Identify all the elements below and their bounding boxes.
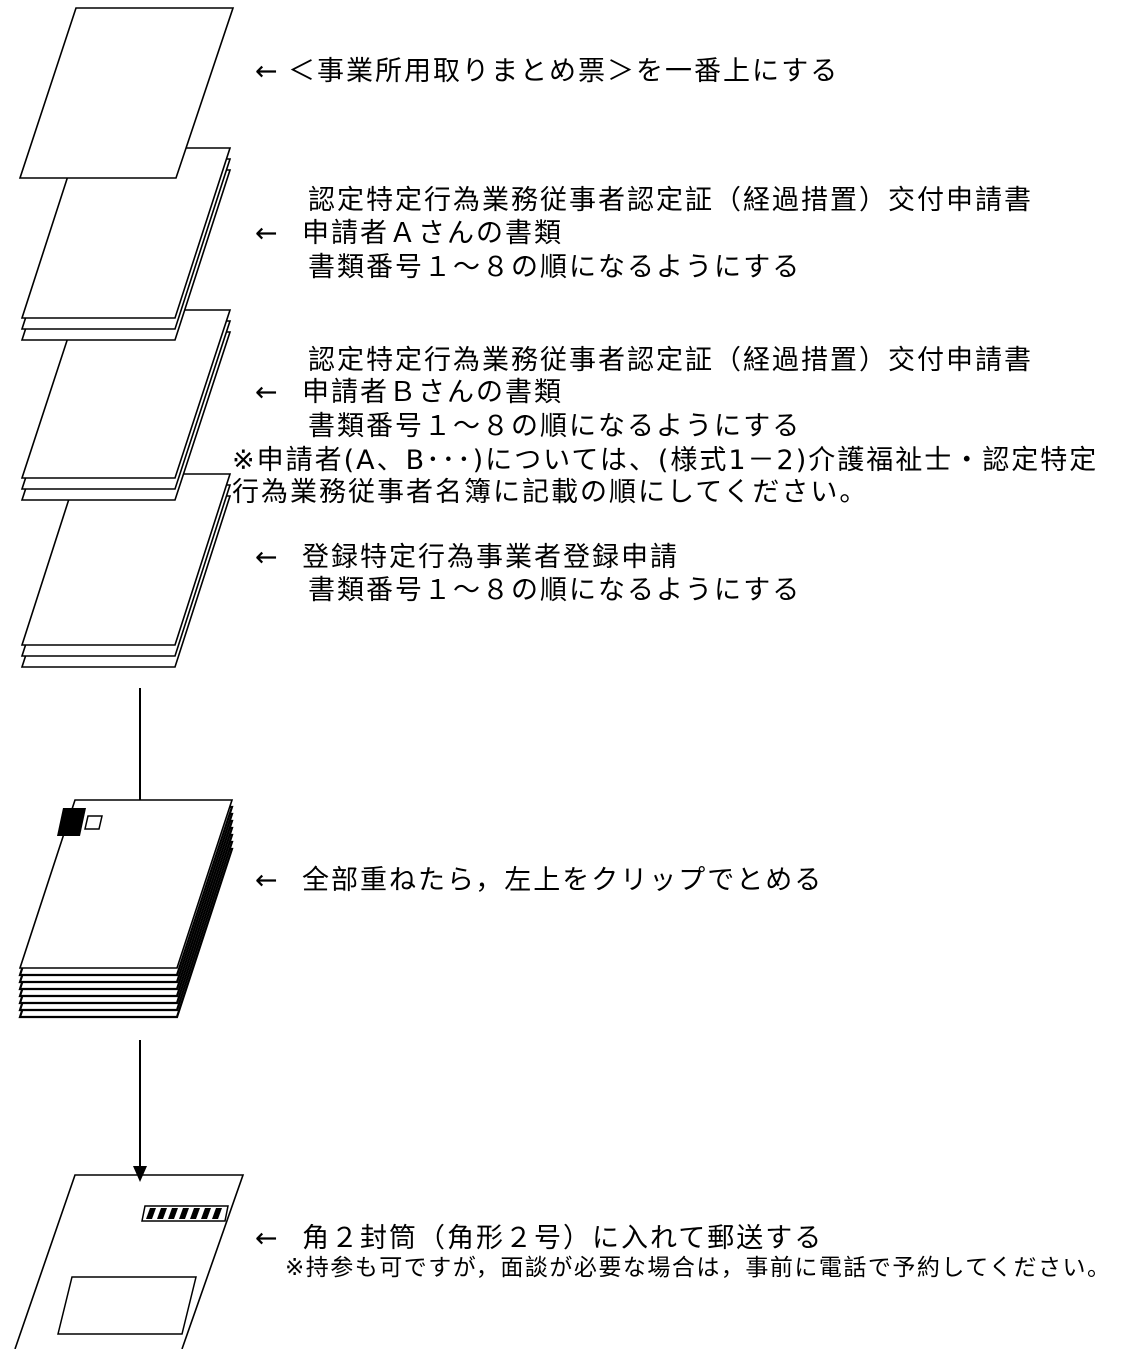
clipped-documents-stack [18,799,234,1019]
step4-document-title: 登録特定行為事業者登録申請 [302,542,679,573]
left-arrow-icon: ← [255,56,278,87]
paper-clip-icon [57,808,103,836]
step2-order-instruction: 書類番号１～８の順になるようにする [308,252,802,283]
left-arrow-icon: ← [255,377,278,408]
step3-order-instruction: 書類番号１～８の順になるようにする [308,411,802,442]
postage-stamp-area [141,1205,229,1222]
registration-documents-stack [20,473,232,668]
applicant-a-documents-stack [20,147,232,341]
step2-document-title: 認定特定行為業務従事者認定証（経過措置）交付申請書 [308,185,1033,216]
step3-document-title: 認定特定行為業務従事者認定証（経過措置）交付申請書 [308,345,1033,376]
step2-applicant-label: 申請者Ａさんの書類 [302,218,563,249]
address-window [57,1276,197,1335]
step3-note-line1: ※申請者(A、B･･･)については、(様式1－2)介護福祉士・認定特定 [232,445,1099,476]
step1-instruction: ＜事業所用取りまとめ票＞を一番上にする [288,56,840,87]
left-arrow-icon: ← [255,218,278,249]
step3-note-line2: 行為業務従事者名簿に記載の順にしてください。 [232,477,869,508]
envelope-icon [14,1174,245,1349]
step6-mailing-instruction: 角２封筒（角形２号）に入れて郵送する [302,1223,824,1254]
step3-applicant-label: 申請者Ｂさんの書類 [302,377,563,408]
step5-clip-instruction: 全部重ねたら，左上をクリップでとめる [302,865,824,896]
step6-note: ※持参も可ですが，面談が必要な場合は，事前に電話で予約してください。 [285,1255,1112,1281]
step4-order-instruction: 書類番号１～８の順になるようにする [308,575,802,606]
left-arrow-icon: ← [255,865,278,896]
down-arrow-icon [133,1040,147,1182]
summary-sheet [18,7,235,179]
left-arrow-icon: ← [255,1223,278,1254]
sheet [18,799,234,969]
left-arrow-icon: ← [255,542,278,573]
